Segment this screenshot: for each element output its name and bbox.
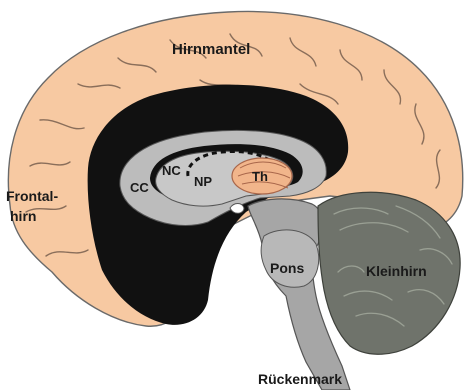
label-thalamus: Th bbox=[252, 169, 268, 184]
label-frontal-line2: hirn bbox=[10, 208, 36, 224]
pons-bulge bbox=[261, 230, 318, 287]
label-pons: Pons bbox=[270, 260, 304, 276]
label-corpus-callosum: CC bbox=[130, 180, 149, 195]
label-cortex: Hirnmantel bbox=[172, 41, 250, 58]
label-spinal-cord: Rückenmark bbox=[258, 371, 342, 387]
label-nucleus-caudatus: NC bbox=[162, 163, 181, 178]
label-cerebellum: Kleinhirn bbox=[366, 263, 427, 279]
label-frontal-line1: Frontal- bbox=[6, 188, 58, 204]
label-nucleus-pallidus: NP bbox=[194, 174, 212, 189]
